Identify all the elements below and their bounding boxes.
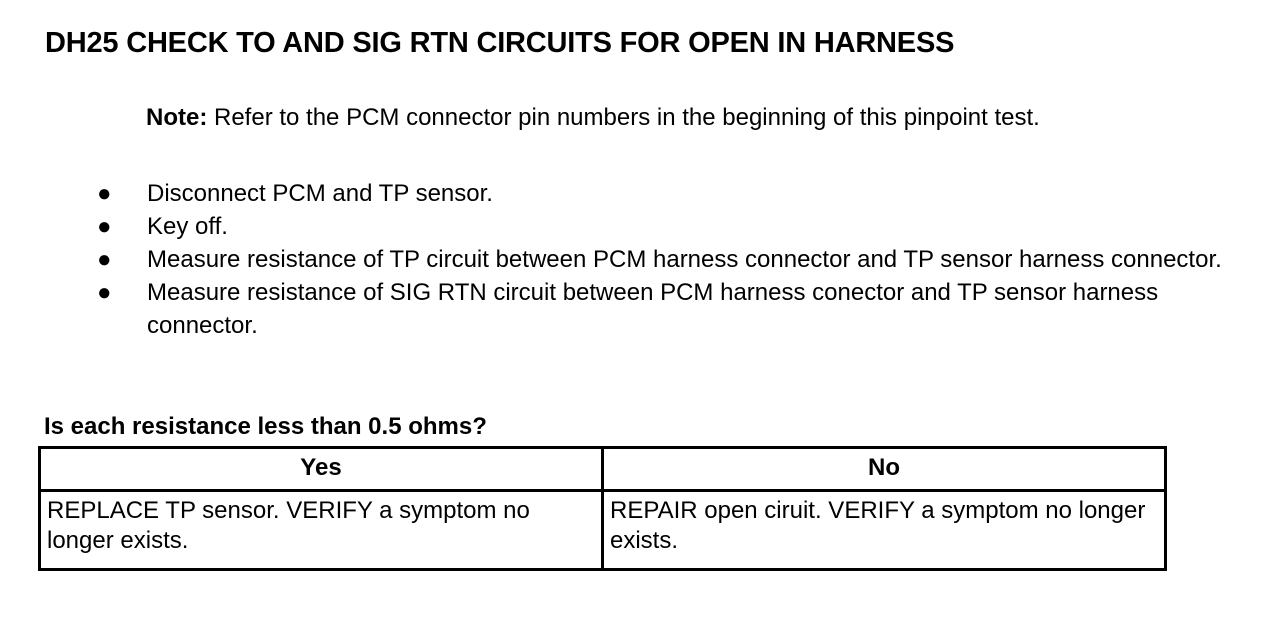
list-item: ● Disconnect PCM and TP sensor.	[94, 177, 1234, 210]
list-item: ● Measure resistance of SIG RTN circuit …	[94, 276, 1234, 342]
bullet-icon: ●	[97, 213, 112, 240]
list-item-label: Disconnect PCM and TP sensor.	[147, 180, 493, 207]
table-cell-yes-action-text: REPLACE TP sensor. VERIFY a symptom no l…	[47, 497, 530, 554]
list-item-label: Measure resistance of SIG RTN circuit be…	[147, 279, 1159, 339]
table-header-no: No	[601, 446, 1167, 492]
note-line: Note: Refer to the PCM connector pin num…	[146, 103, 1040, 133]
table-cell-no-action-text: REPAIR open ciruit. VERIFY a symptom no …	[610, 497, 1146, 554]
table-cell-yes-action: REPLACE TP sensor. VERIFY a symptom no l…	[38, 489, 604, 571]
bullet-icon: ●	[97, 246, 112, 273]
decision-table: Yes No REPLACE TP sensor. VERIFY a sympt…	[38, 446, 1167, 571]
note-text: Refer to the PCM connector pin numbers i…	[207, 104, 1040, 131]
table-header-row: Yes No	[38, 446, 1167, 492]
note-label: Note:	[146, 104, 208, 131]
table-row: REPLACE TP sensor. VERIFY a symptom no l…	[38, 489, 1167, 571]
bullet-icon: ●	[97, 180, 112, 207]
bullet-icon: ●	[97, 279, 112, 306]
list-item: ● Key off.	[94, 210, 1234, 243]
list-item-label: Measure resistance of TP circuit between…	[147, 246, 1222, 273]
list-item-label: Key off.	[147, 213, 228, 240]
table-header-yes-label: Yes	[300, 454, 342, 481]
procedure-step-list: ● Disconnect PCM and TP sensor. ● Key of…	[94, 177, 1234, 342]
table-cell-no-action: REPAIR open ciruit. VERIFY a symptom no …	[601, 489, 1167, 571]
decision-question: Is each resistance less than 0.5 ohms?	[44, 413, 487, 440]
page-title: DH25 CHECK TO AND SIG RTN CIRCUITS FOR O…	[45, 27, 955, 59]
table-header-no-label: No	[868, 454, 900, 481]
list-item: ● Measure resistance of TP circuit betwe…	[94, 243, 1234, 276]
table-header-yes: Yes	[38, 446, 604, 492]
